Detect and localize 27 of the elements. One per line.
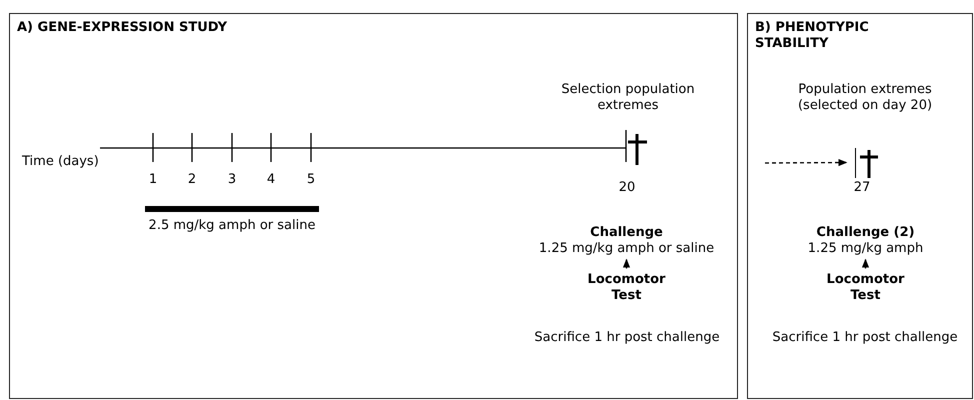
panel-frame: [9, 13, 738, 399]
timeline-tick: [854, 148, 856, 178]
annotation-text: 4: [266, 172, 276, 188]
step-label: Locomotor Test: [586, 272, 666, 304]
annotation-text: 2.5 mg/kg amph or saline: [148, 218, 316, 234]
dose-text: 1.25 mg/kg amph: [808, 240, 924, 256]
step-heading: Challenge (2): [815, 224, 916, 240]
annotation-text: 20: [618, 180, 636, 196]
arrow: [765, 158, 848, 166]
annotation-text: 3: [228, 172, 236, 188]
annotation-text: 27: [854, 180, 870, 196]
annotation-text: Population extremes (selected on day 20): [796, 82, 934, 114]
annotation-text: Time (days): [22, 154, 99, 170]
annotation-text: 2: [188, 172, 196, 188]
dose-text: 1.25 mg/kg amph or saline: [538, 240, 714, 256]
panel-title: B) PHENOTYPIC STABILITY: [755, 20, 870, 52]
panel-frame: [747, 13, 973, 399]
annotation-text: 5: [306, 172, 316, 188]
step-heading: Challenge: [589, 224, 664, 240]
annotation-text: Sacrifice 1 hr post challenge: [534, 330, 720, 346]
annotation-text: Sacrifice 1 hr post challenge: [772, 330, 958, 346]
step-label: Locomotor Test: [826, 272, 906, 304]
panel-title: A) GENE-EXPRESSION STUDY: [17, 20, 228, 36]
annotation-text: Selection population extremes: [560, 82, 696, 114]
arrow: [622, 258, 630, 268]
annotation-text: 1: [148, 172, 158, 188]
arrow: [862, 258, 870, 268]
